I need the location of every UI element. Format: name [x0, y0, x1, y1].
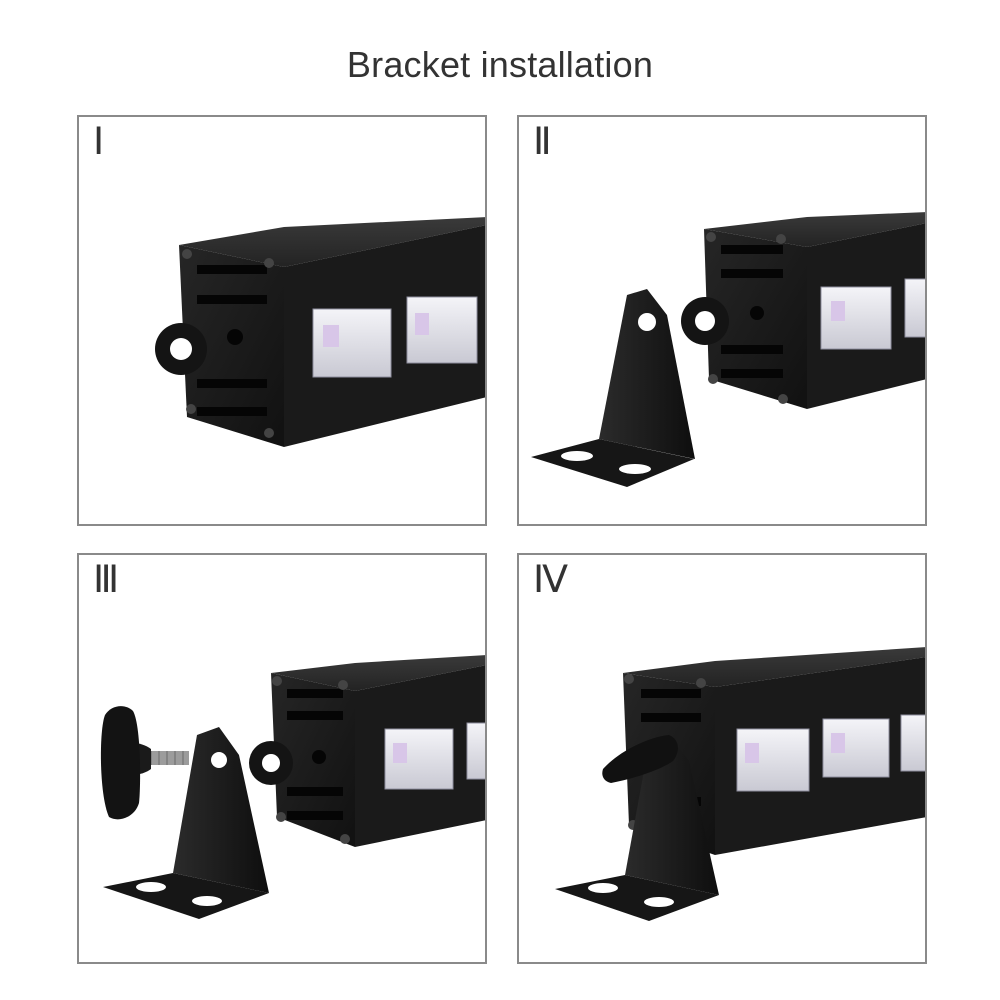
knob-bracket-illustration	[100, 655, 485, 919]
light-bar	[681, 212, 925, 409]
step-2-panel: Ⅱ	[517, 115, 927, 526]
step-4-label: Ⅳ	[533, 559, 569, 601]
step-1-label: Ⅰ	[93, 121, 105, 163]
lens-2	[406, 296, 478, 364]
page-title: Bracket installation	[346, 44, 654, 85]
mounting-bracket	[555, 735, 719, 921]
lens-1	[312, 308, 392, 378]
light-bar	[249, 655, 485, 847]
step-4-panel: Ⅳ	[517, 553, 927, 964]
mount-lug	[249, 741, 293, 785]
lens-1	[384, 728, 454, 790]
light-bar	[155, 217, 485, 447]
thumb-knob	[602, 735, 678, 783]
mounting-bracket	[531, 289, 695, 487]
mount-lug	[155, 323, 207, 375]
lens-3	[900, 714, 925, 772]
lens-2	[904, 278, 925, 338]
step-1-panel: Ⅰ	[77, 115, 487, 526]
bracket-alignment-illustration	[531, 212, 925, 487]
mounting-bracket	[103, 727, 269, 919]
lens-2	[466, 722, 485, 780]
step-2-label: Ⅱ	[533, 121, 552, 163]
thumb-knob	[100, 706, 189, 820]
assembled-illustration	[555, 647, 925, 921]
step-3-panel: Ⅲ	[77, 553, 487, 964]
mount-lug	[681, 297, 729, 345]
lens-2	[822, 718, 890, 778]
light-bar-illustration	[155, 217, 485, 447]
step-3-label: Ⅲ	[93, 559, 120, 601]
lens-1	[736, 728, 810, 792]
lens-1	[820, 286, 892, 350]
